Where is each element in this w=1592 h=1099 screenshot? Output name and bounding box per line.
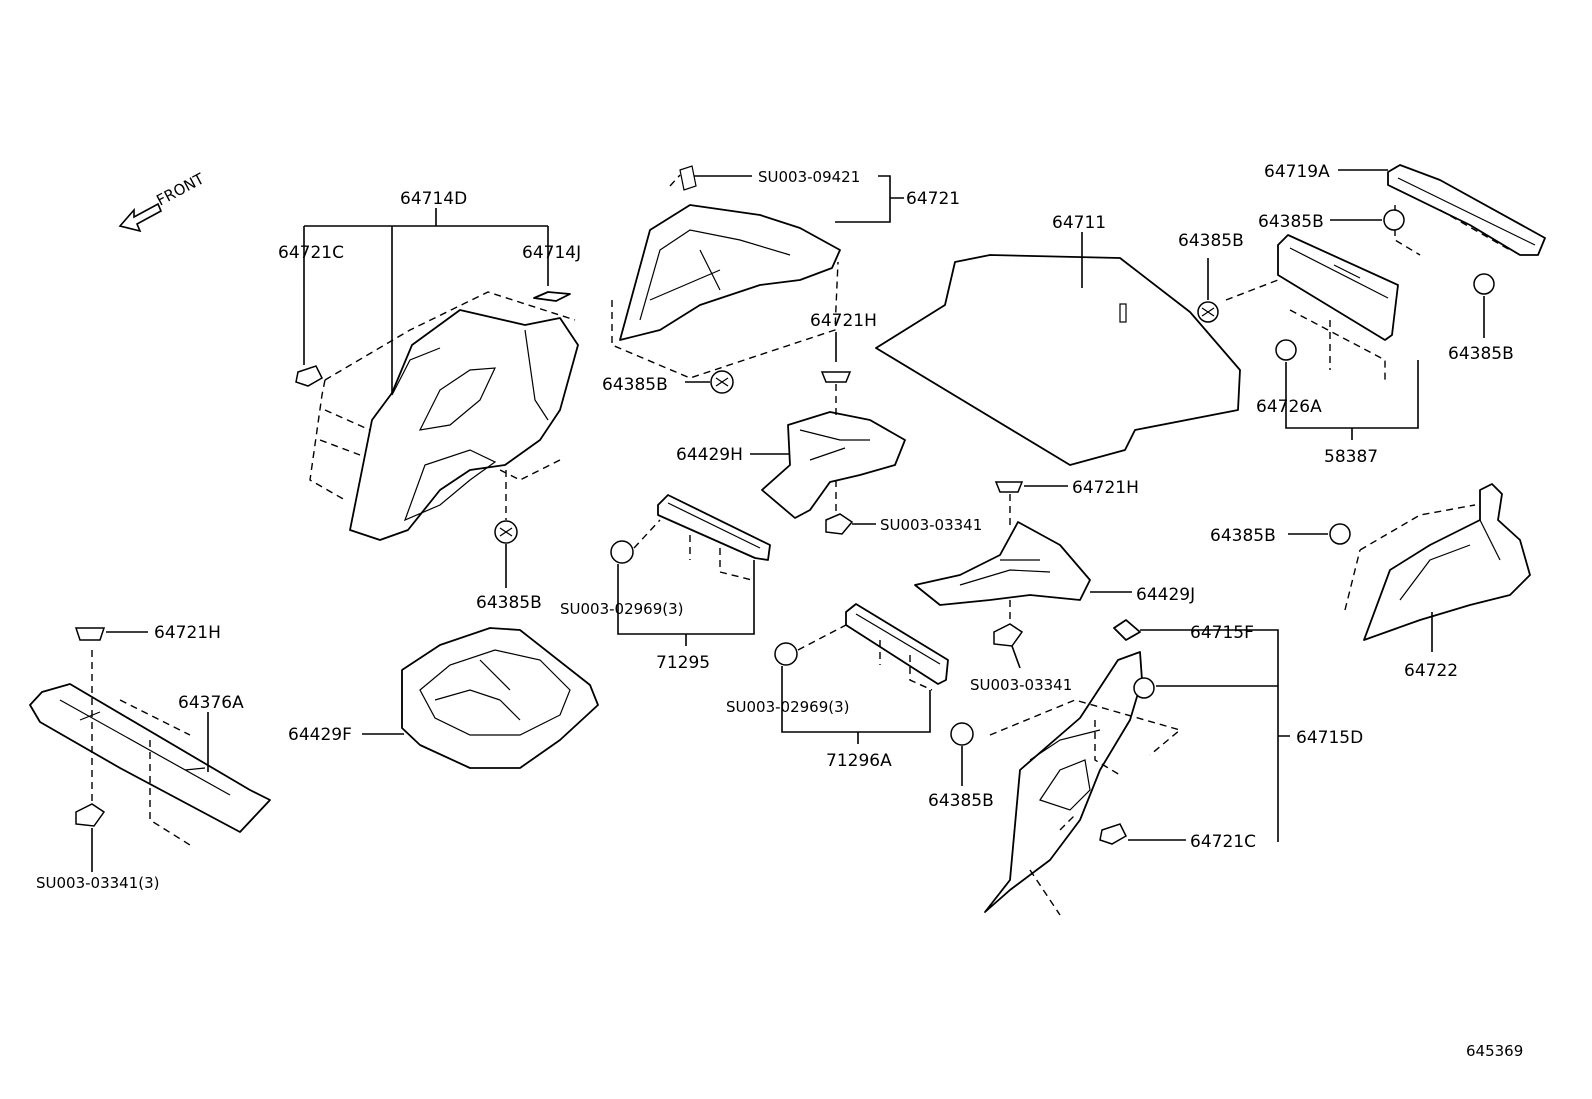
label-64722: 64722 [1404, 661, 1458, 681]
quarter-trim-left-part [349, 309, 579, 541]
label-64385B-trim: 64385B [476, 593, 542, 613]
panel-58387-part [1277, 234, 1399, 341]
leader-71296A [781, 666, 931, 744]
deck-board-64711-part [875, 254, 1241, 466]
leader-64721 [694, 175, 904, 223]
clip-SU003-02969-a [610, 519, 753, 581]
leader-64715D [1128, 629, 1290, 842]
quarter-trim-right-outline-dashed [989, 699, 1182, 916]
pad-64715F-part [1113, 619, 1141, 641]
label-64429H: 64429H [676, 445, 743, 465]
label-64385B-top: 64385B [1258, 212, 1324, 232]
side-trim-64722-part [1363, 483, 1531, 641]
label-64385B-left-panel: 64385B [1178, 231, 1244, 251]
leader-58387 [1285, 360, 1419, 440]
label-SU003-03341-center: SU003-03341 [880, 516, 982, 534]
clip-64721H-left [74, 627, 148, 641]
panel-64719A-part [1387, 164, 1546, 256]
support-64429J-part [914, 521, 1091, 606]
label-64429J: 64429J [1136, 585, 1195, 605]
label-64385B-lower: 64385B [928, 791, 994, 811]
clip-64721C-right [1099, 823, 1127, 845]
clip-SU003-03341-right [993, 600, 1024, 669]
clip-64385B-side [1288, 523, 1351, 545]
label-SU003-03341-left: SU003-03341(3) [36, 874, 160, 892]
label-64385B-right-panel: 64385B [1448, 344, 1514, 364]
clip-64721H-right [994, 481, 1068, 530]
label-SU003-09421: SU003-09421 [758, 168, 860, 186]
clip-64385B-lower [950, 722, 974, 786]
label-64721: 64721 [906, 189, 960, 209]
label-64721C-left: 64721C [278, 243, 344, 263]
label-71295: 71295 [656, 653, 710, 673]
label-58387: 58387 [1324, 447, 1378, 467]
pad-part [533, 291, 571, 302]
label-SU003-02969-b: SU003-02969(3) [726, 698, 850, 716]
label-64714D: 64714D [400, 189, 467, 209]
label-64715F: 64715F [1190, 623, 1254, 643]
clip-64721C-left [295, 283, 323, 387]
front-arrow-icon [118, 202, 163, 233]
label-64721C-right: 64721C [1190, 832, 1256, 852]
trim-outline-dashed [309, 291, 576, 501]
clip-64385B-under-trim [494, 470, 518, 588]
clip-SU003-02969-b [774, 624, 933, 691]
clip-64726A [1275, 339, 1297, 396]
clip-64385B-right-panel [1473, 273, 1495, 338]
leader-64714D [303, 208, 549, 393]
panel-64376A-outline-dashed [91, 650, 191, 846]
label-64376A: 64376A [178, 693, 244, 713]
front-label: FRONT [153, 169, 207, 209]
label-64721H-right: 64721H [1072, 478, 1139, 498]
label-71296A: 71296A [826, 751, 892, 771]
bracket-71296A-part [845, 603, 949, 685]
label-SU003-03341-right: SU003-03341 [970, 676, 1072, 694]
clip-SU003-03341-center [825, 480, 854, 535]
clip-SU003-03341-left [75, 803, 106, 872]
support-64429H-part [761, 411, 906, 519]
panel-58387-outline-dashed [1225, 205, 1511, 380]
clip-64385B-left-panel [1197, 301, 1219, 323]
clip-64715D-top [1133, 677, 1155, 699]
bracket-71295-part [657, 494, 771, 561]
bracket-outline-dashed [611, 174, 839, 379]
label-SU003-02969-a: SU003-02969(3) [560, 600, 684, 618]
clip-64385B-bracket [685, 370, 734, 394]
label-64714J: 64714J [522, 243, 581, 263]
label-64711: 64711 [1052, 213, 1106, 233]
side-trim-64722-outline-dashed [1344, 504, 1476, 611]
clip-64721H-center [820, 332, 852, 420]
diagram-id: 645369 [1466, 1042, 1523, 1060]
label-64715D: 64715D [1296, 728, 1363, 748]
label-64721H-left: 64721H [154, 623, 221, 643]
upper-bracket-64721-part [619, 165, 841, 341]
label-64429F: 64429F [288, 725, 352, 745]
label-64719A: 64719A [1264, 162, 1330, 182]
leader-71295 [617, 560, 755, 646]
clip-64385B-top [1383, 209, 1405, 231]
label-64385B-bracket: 64385B [602, 375, 668, 395]
label-64726A: 64726A [1256, 397, 1322, 417]
label-64721H-center: 64721H [810, 311, 877, 331]
label-64385B-side: 64385B [1210, 526, 1276, 546]
spare-tire-tub-64429F-part [401, 627, 599, 769]
